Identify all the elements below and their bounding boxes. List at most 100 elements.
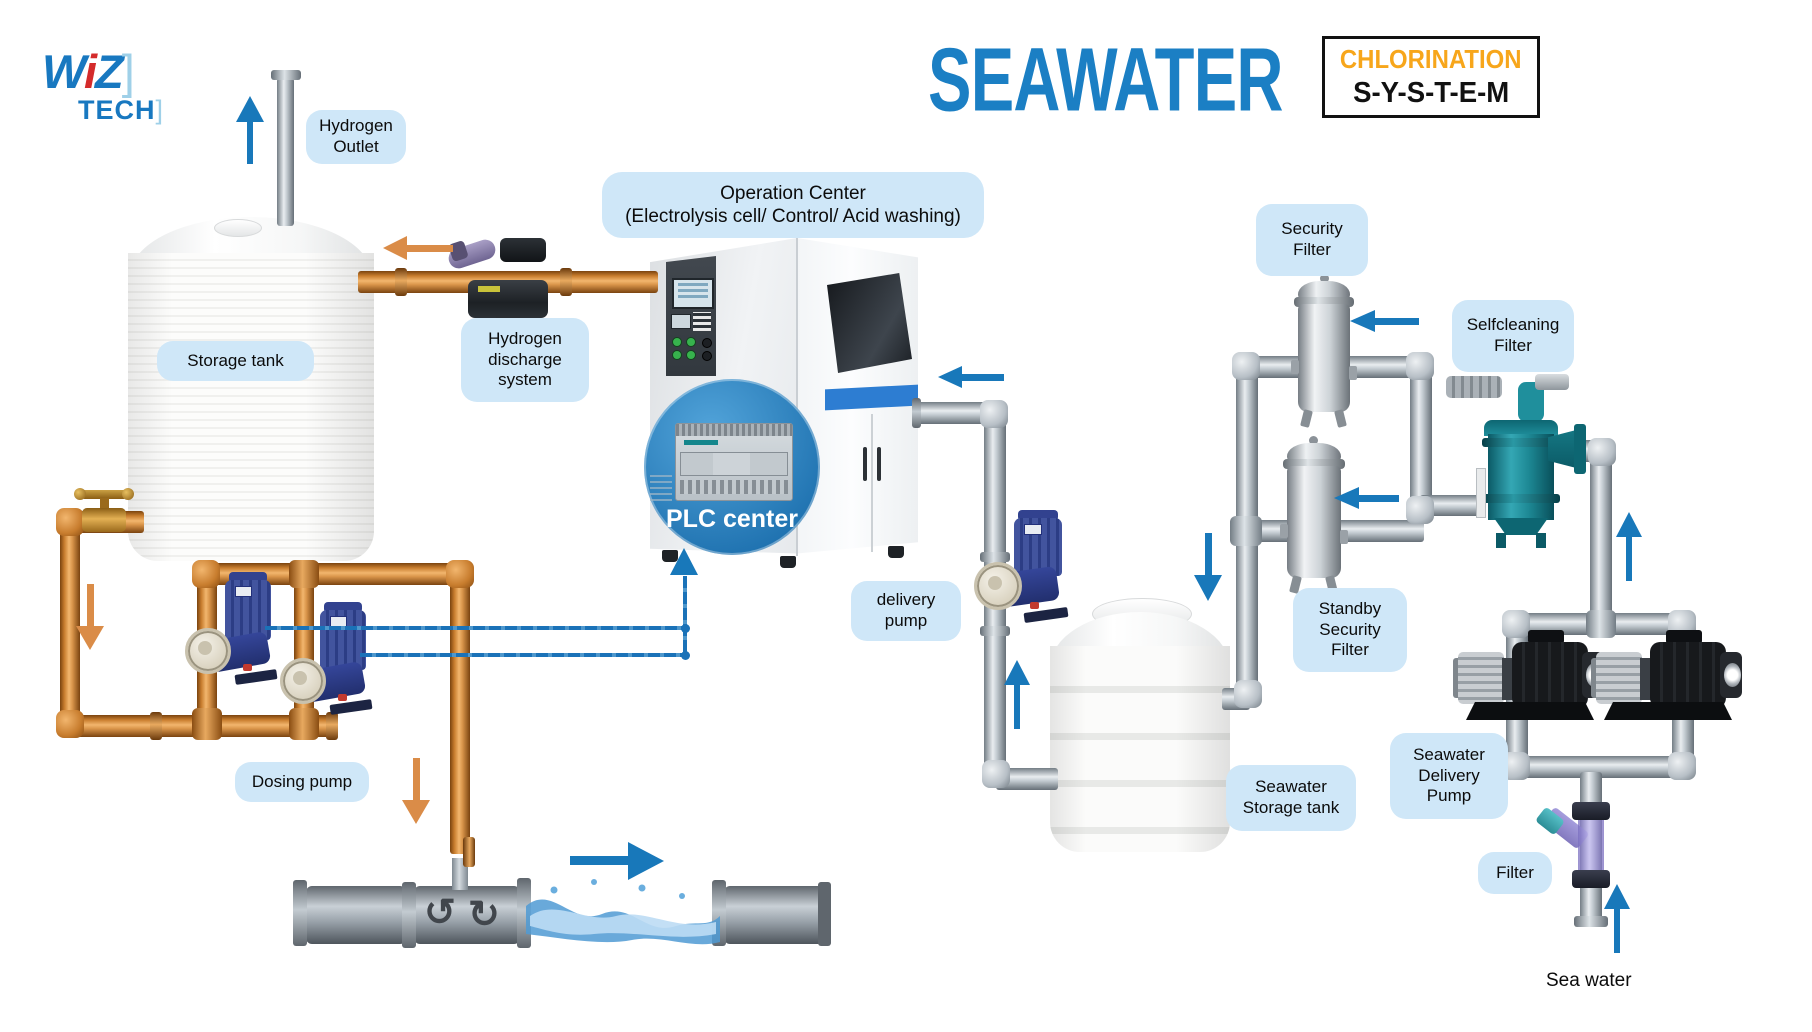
machine-door-seam	[871, 414, 873, 552]
scf-flange-ring	[1482, 438, 1560, 447]
water-splash	[526, 879, 720, 945]
pump-red-knob	[1030, 602, 1039, 609]
yfilter-body	[1578, 816, 1604, 878]
pump-motor-cap	[1453, 658, 1461, 698]
plc-circle-vents	[650, 475, 672, 501]
seawater-delivery-pump-2	[1591, 630, 1746, 724]
seawater-storage-tank	[1050, 598, 1230, 853]
pipe-elbow	[1502, 610, 1530, 638]
label-line: Pump	[1426, 786, 1472, 806]
filter-body	[1298, 304, 1350, 412]
pump-red-knob	[338, 694, 347, 701]
label-line: Security	[1319, 619, 1381, 639]
scf-flange-ring	[1482, 494, 1560, 503]
discharge-label-chip	[478, 286, 500, 292]
plc-center-label: PLC center	[666, 505, 798, 533]
outlet-pipe	[724, 886, 824, 944]
machine-dark-window	[827, 273, 912, 373]
scf-leg	[1536, 533, 1546, 548]
pipe-elbow	[982, 760, 1010, 788]
label-line: system	[498, 370, 552, 390]
pipe-coupling	[560, 268, 572, 296]
label-line: Hydrogen	[319, 116, 393, 136]
machine-button-green	[686, 337, 696, 347]
pump-coupling	[1502, 658, 1514, 700]
pipe-tee	[289, 708, 319, 740]
filter-dome	[1298, 281, 1350, 301]
control-line-pump2	[360, 653, 686, 657]
machine-button-dark	[702, 351, 712, 361]
machine-door-handle	[863, 447, 867, 481]
machine-keypad	[693, 312, 711, 331]
pump-base	[1604, 702, 1732, 720]
dosing-pump-1	[183, 572, 283, 707]
pump-body	[1512, 642, 1588, 708]
pipe-elbow	[1406, 496, 1434, 524]
valve-body	[82, 508, 126, 532]
seawater-inlet-filter	[1535, 798, 1616, 894]
pump-head-hub	[198, 641, 212, 655]
delivery-pump	[972, 510, 1072, 635]
plc-module	[675, 423, 793, 501]
plc-io-slots	[680, 452, 788, 476]
pump-body	[1650, 642, 1726, 708]
pump-foot	[234, 669, 278, 685]
security-filter	[1291, 274, 1357, 430]
label-line: Filter	[1293, 240, 1331, 259]
machine-button-green	[672, 337, 682, 347]
control-line-pump1	[265, 626, 686, 630]
logo-tech-text: TECH	[78, 95, 156, 125]
pipe-coupling	[463, 837, 475, 867]
storage-tank-body	[128, 253, 374, 561]
label-line: Dosing pump	[251, 771, 353, 791]
label-operation-center: Operation Center (Electrolysis cell/ Con…	[602, 172, 984, 238]
filter-collar	[1294, 297, 1354, 307]
storage-tank-cap	[214, 219, 262, 237]
pipe-opcenter-outlet	[916, 402, 1000, 424]
pump-label-chip	[1024, 524, 1042, 535]
pipe-elbow	[1668, 752, 1696, 780]
standby-security-filter	[1280, 436, 1348, 596]
pump-top-flange	[1666, 630, 1702, 644]
outlet-pipe-cap	[818, 882, 831, 946]
label-delivery-pump: delivery pump	[851, 581, 961, 641]
scf-drain-tube	[1476, 468, 1486, 518]
label-security-filter: Security Filter	[1256, 204, 1368, 276]
plc-terminals	[680, 480, 788, 494]
label-hydrogen-outlet: Hydrogen Outlet	[306, 110, 406, 164]
pipe-elbow	[1588, 438, 1616, 466]
selfcleaning-filter	[1443, 372, 1593, 552]
label-line: (Electrolysis cell/ Control/ Acid washin…	[625, 206, 961, 227]
pipe-tee	[192, 708, 222, 740]
pump-motor	[1458, 652, 1504, 704]
yfilter-bottom-cap	[1572, 870, 1610, 888]
logo-wiz: WiZ]	[42, 48, 164, 95]
label-line: Storage tank	[187, 350, 284, 370]
pipe-injection-drop	[450, 580, 470, 854]
hydrogen-discharge-device	[446, 237, 562, 336]
label-line: Delivery	[1418, 765, 1480, 785]
page-title: SEAWATER	[928, 29, 1283, 130]
pipe-tee	[289, 560, 319, 588]
machine-foot	[780, 556, 796, 568]
mixing-swirl-icon: ↺	[424, 892, 456, 934]
pipe-coupling	[395, 268, 407, 296]
label-line: pump	[884, 611, 928, 630]
label-line: Security	[1281, 219, 1343, 239]
machine-small-display	[671, 314, 691, 329]
pump-inlet-disc	[1724, 663, 1741, 687]
valve-stem	[100, 498, 109, 510]
label-line: Filter	[1494, 336, 1532, 355]
logo-letter-z: Z	[95, 45, 124, 98]
label-line: Hydrogen	[488, 328, 562, 348]
seawater-tank-body	[1050, 646, 1230, 852]
pipe-left-drop	[60, 518, 80, 723]
logo-bracket-2: ]	[155, 95, 165, 125]
pipe-elbow	[1406, 352, 1434, 380]
mixer-coupling	[402, 882, 416, 948]
pipe-elbow	[56, 508, 84, 536]
machine-edge	[796, 238, 798, 556]
pump-top-flange	[1528, 630, 1564, 644]
title-subtitle-box: CHLORINATION S-Y-S-T-E-M	[1322, 36, 1540, 118]
